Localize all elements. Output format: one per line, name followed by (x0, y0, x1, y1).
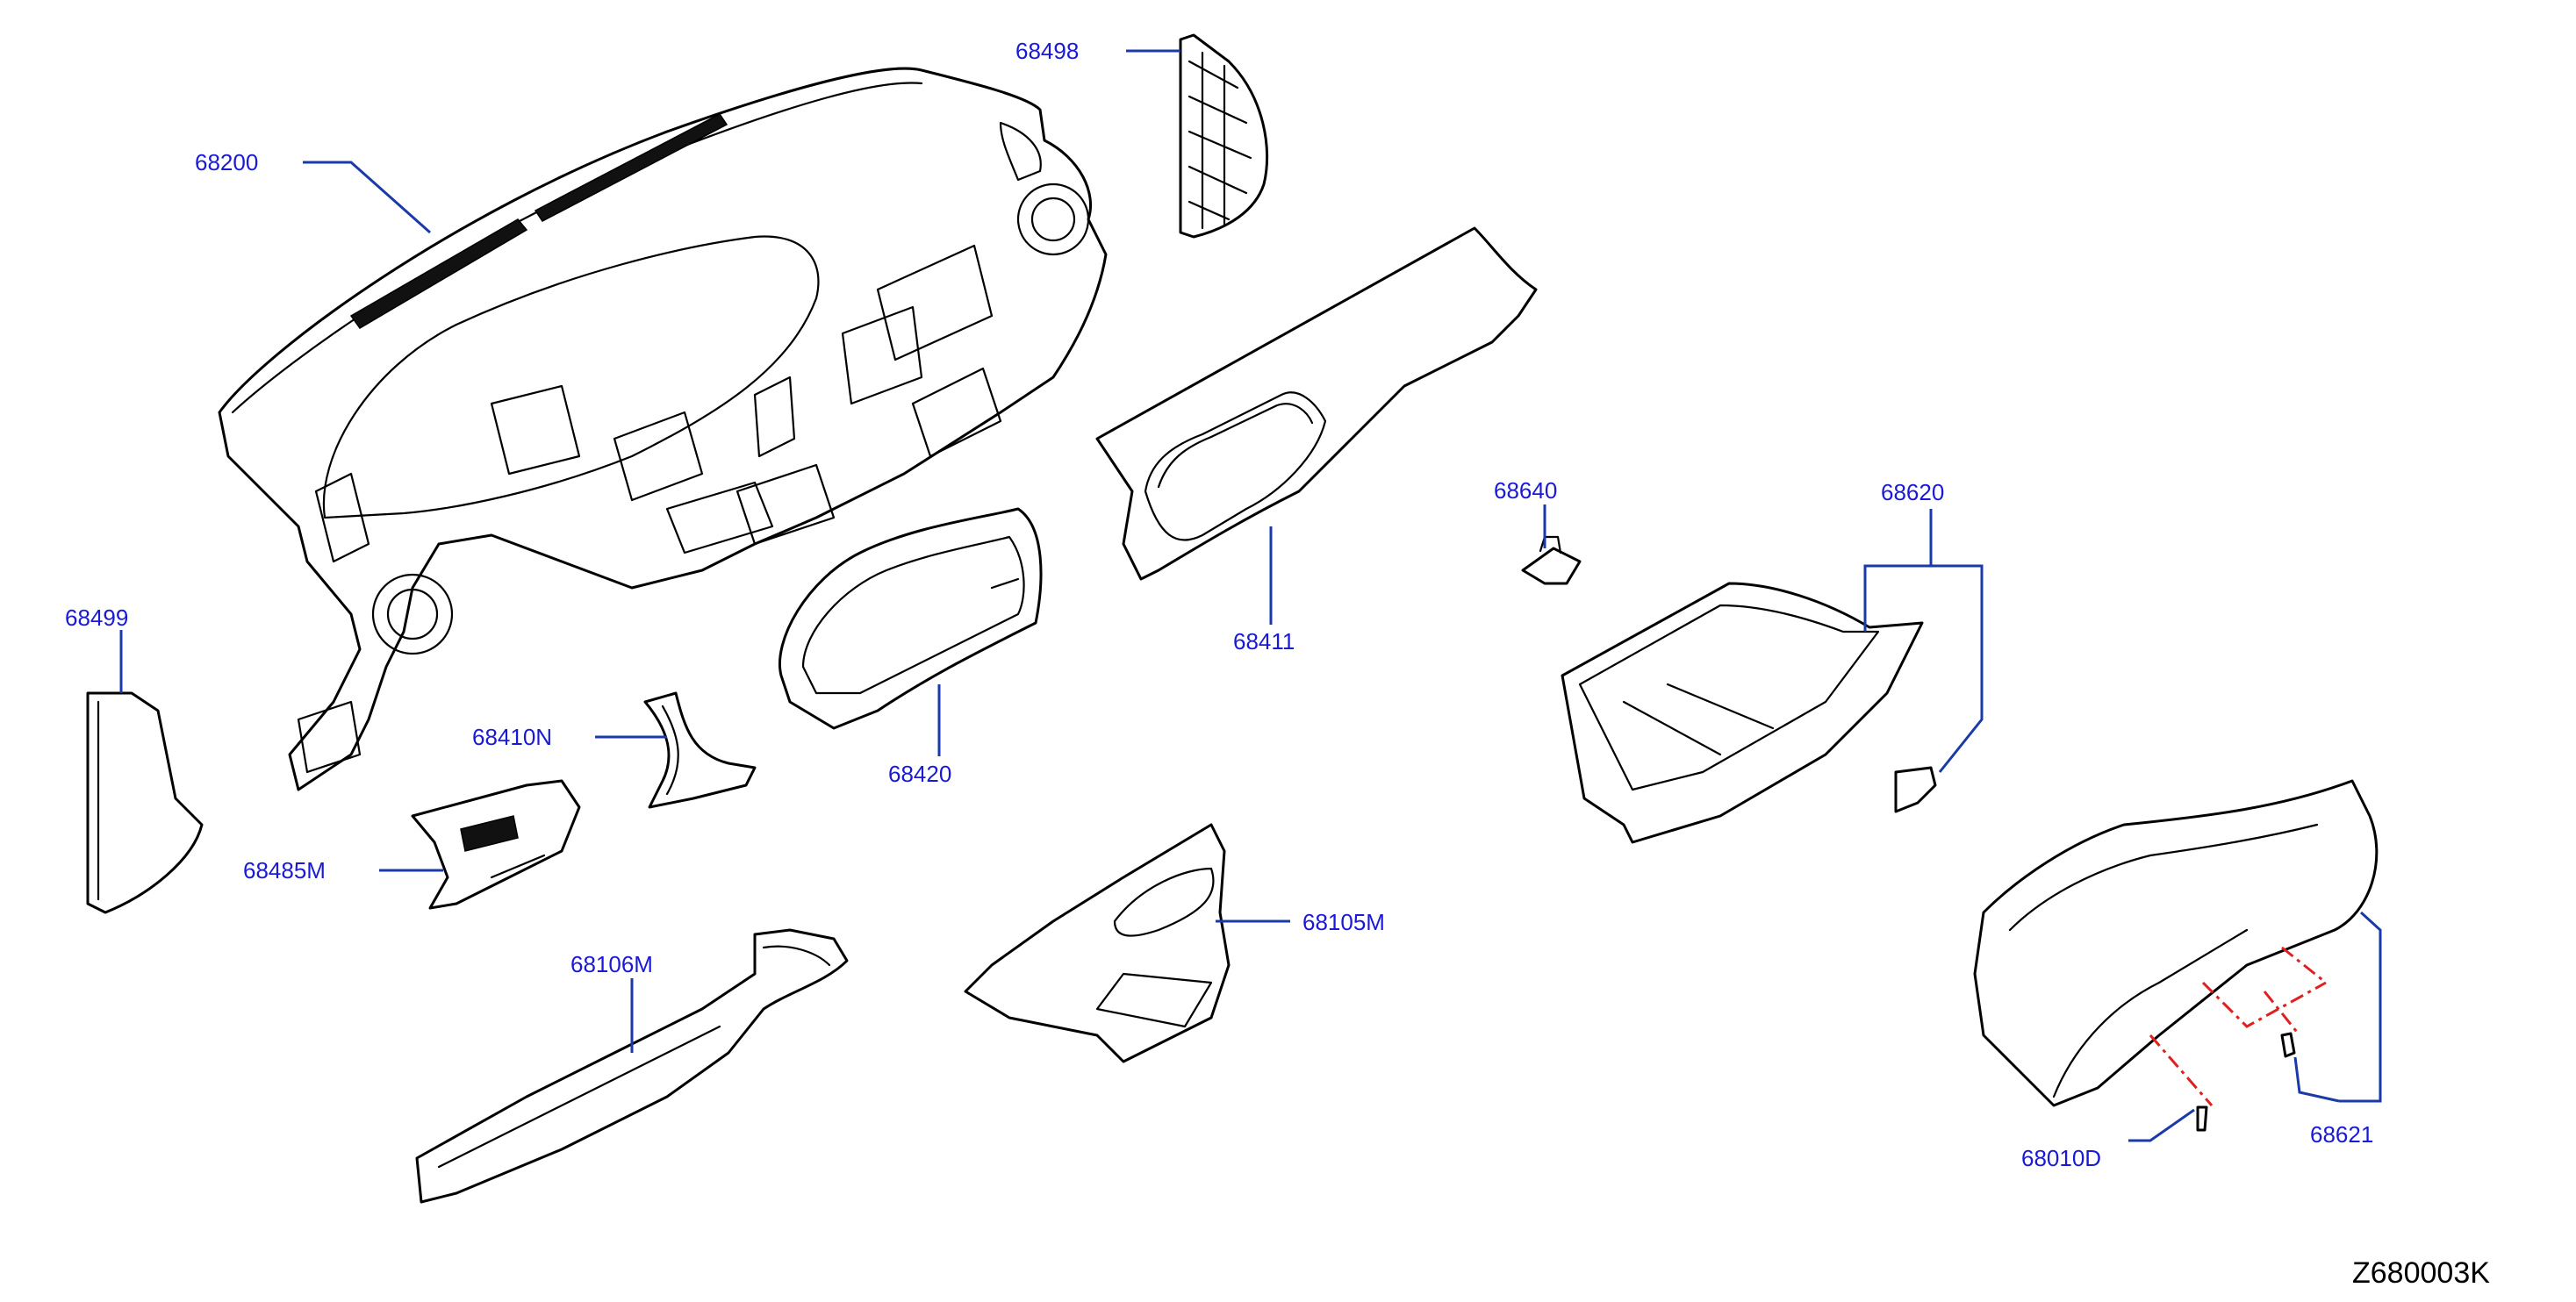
leader-lines (119, 49, 2382, 1142)
clip-illustration (1521, 535, 1582, 585)
callout-labels: 68200 68498 68499 68410N 68420 68411 686… (65, 38, 2373, 1171)
lower-left-cover-illustration (415, 928, 849, 1204)
callout-68640[interactable]: 68640 (1494, 477, 1557, 504)
right-finisher-illustration (1095, 226, 1538, 581)
callout-68620[interactable]: 68620 (1881, 479, 1944, 505)
leader-68010d (2128, 1108, 2195, 1142)
glove-box-assembly-illustration (1973, 779, 2379, 1132)
center-cluster-illustration (964, 823, 1231, 1063)
left-side-panel-illustration (86, 691, 204, 914)
leader-68620 (1863, 509, 1984, 773)
callout-68106m[interactable]: 68106M (570, 951, 653, 977)
right-side-panel-illustration (1179, 33, 1269, 239)
callout-68411[interactable]: 68411 (1233, 628, 1295, 655)
switch-panel-illustration (411, 779, 581, 910)
callout-68420[interactable]: 68420 (888, 761, 951, 787)
callout-68410n[interactable]: 68410N (472, 724, 552, 750)
callout-68498[interactable]: 68498 (1015, 38, 1079, 64)
diagram-reference-id: Z680003K (2352, 1256, 2490, 1290)
callout-68621[interactable]: 68621 (2310, 1121, 2373, 1148)
dashboard-illustration (218, 67, 1108, 791)
glove-box-lid-illustration (1561, 582, 1937, 844)
callout-68105m[interactable]: 68105M (1302, 909, 1385, 935)
upper-cluster-lid-illustration (643, 691, 757, 809)
callout-68485m[interactable]: 68485M (243, 857, 326, 884)
cluster-lid-illustration (779, 507, 1043, 730)
callout-68499[interactable]: 68499 (65, 604, 128, 631)
callout-68200[interactable]: 68200 (195, 149, 258, 175)
leader-68200 (303, 161, 431, 234)
callout-68010d[interactable]: 68010D (2021, 1145, 2101, 1171)
leader-68621 (2293, 911, 2382, 1103)
